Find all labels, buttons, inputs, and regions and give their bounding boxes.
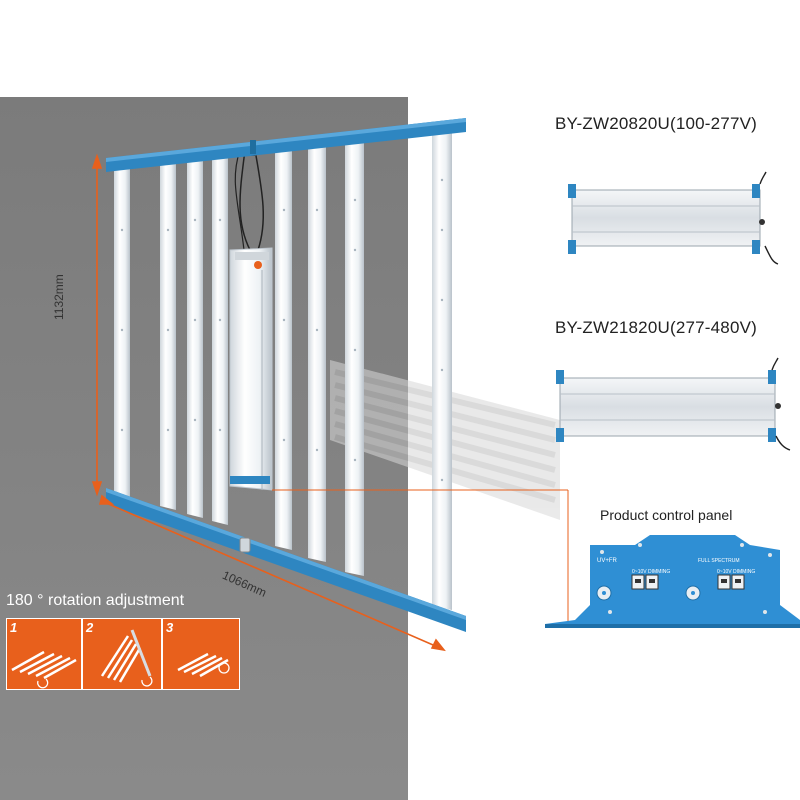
full-spectrum-label: FULL SPECTRUM xyxy=(698,558,740,564)
rotation-step-2: 2 xyxy=(82,618,162,690)
rotation-title: 180 ° rotation adjustment xyxy=(6,592,185,609)
driver-1-model: BY-ZW20820U(100-277V) xyxy=(555,114,758,133)
dimming-right-label: 0~10V DIMMING xyxy=(717,569,756,575)
step-3-number: 3 xyxy=(166,620,174,635)
height-dimension-label: 1132mm xyxy=(52,274,66,320)
rotation-step-3: 3 xyxy=(162,618,240,690)
driver-2-model: BY-ZW21820U(277-480V) xyxy=(555,318,758,337)
control-panel-title: Product control panel xyxy=(600,507,733,523)
dimming-left-label: 0~10V DIMMING xyxy=(632,569,671,575)
control-panel-image xyxy=(545,535,800,628)
step-2-number: 2 xyxy=(86,620,94,635)
frame-top-rail xyxy=(106,118,466,172)
dimension-lines xyxy=(91,153,446,652)
uv-fr-label: UV+FR xyxy=(597,558,617,564)
frame-bottom-rail xyxy=(106,476,466,632)
rotation-step-1: 1 xyxy=(6,618,82,690)
step-1-number: 1 xyxy=(10,620,18,635)
leader-line xyxy=(272,489,569,628)
driver-2-image xyxy=(556,357,791,451)
driver-1-image xyxy=(568,171,779,265)
